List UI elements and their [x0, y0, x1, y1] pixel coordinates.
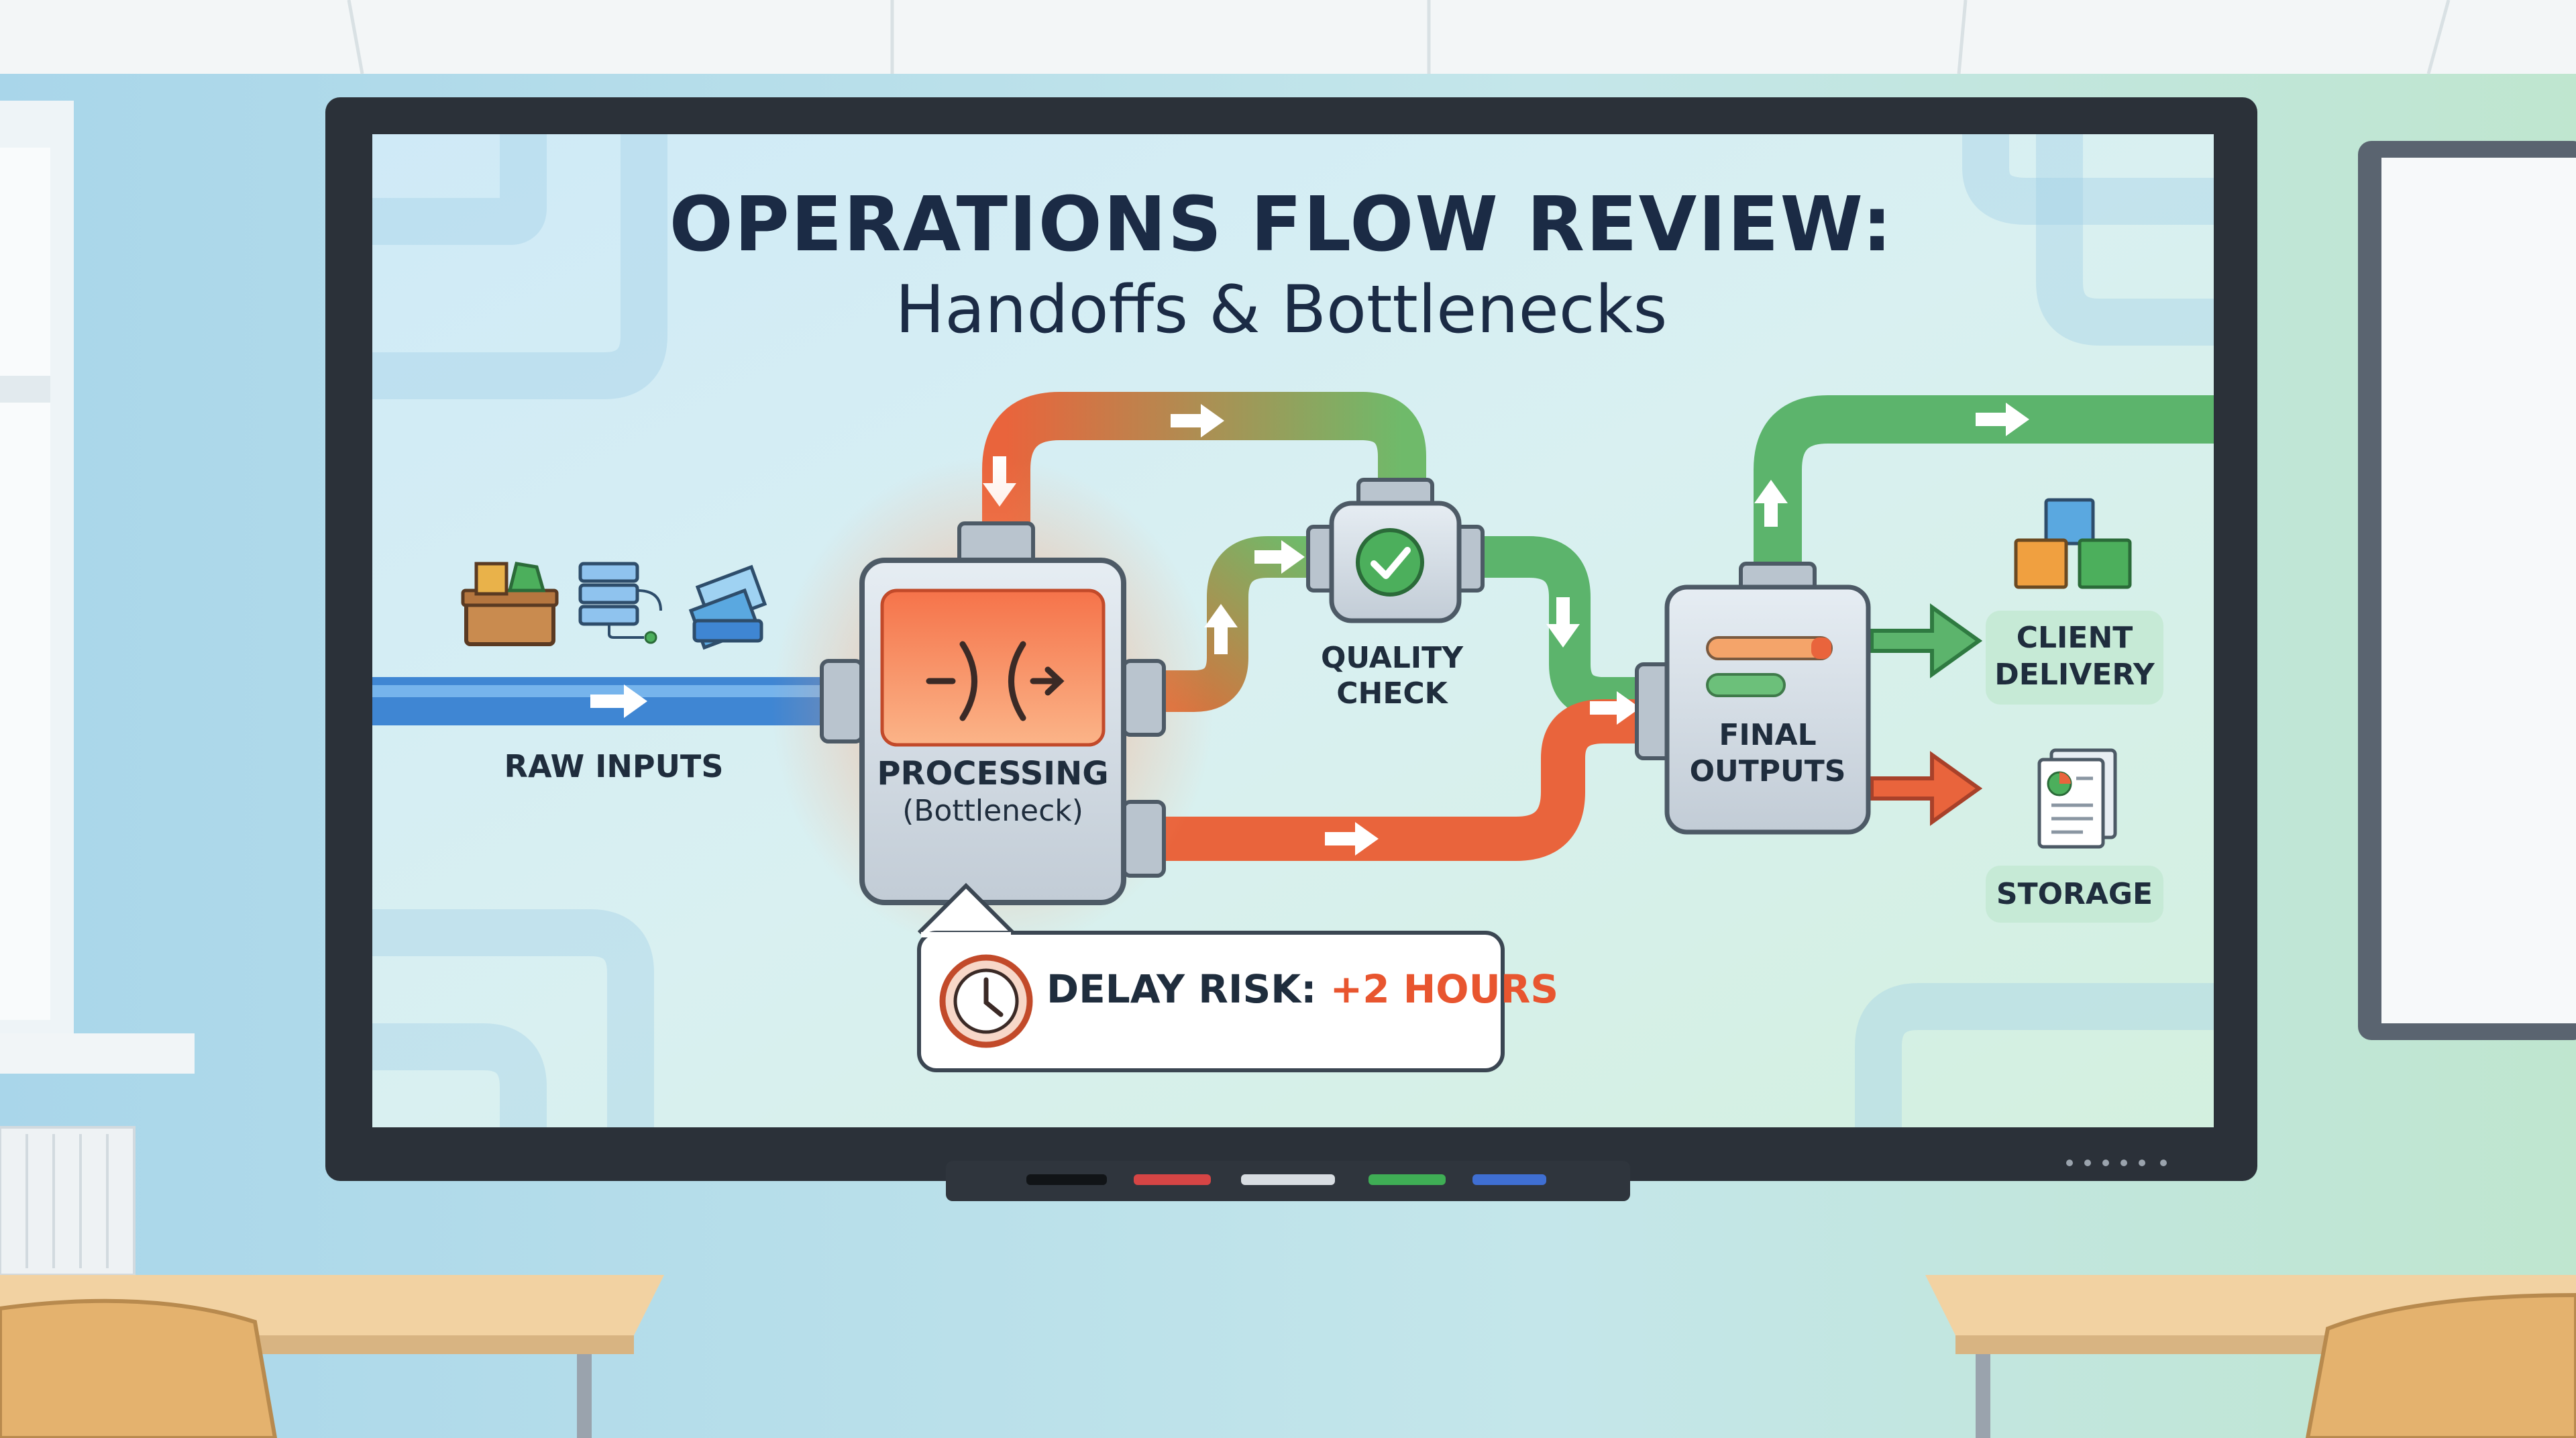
quality-check-label-line1: QUALITY — [1320, 641, 1464, 675]
processing-label: PROCESSING — [877, 755, 1109, 792]
cubes-icon — [2014, 498, 2132, 589]
bottleneck-icon — [926, 641, 1065, 721]
checkmark-icon — [1356, 528, 1424, 597]
clock-icon — [939, 954, 1033, 1048]
pipe-processing-bottom — [1154, 699, 1650, 861]
raw-inputs-label: RAW INPUTS — [504, 748, 724, 784]
whiteboard — [2358, 141, 2576, 1040]
ceiling-grid — [347, 0, 2451, 74]
client-delivery-label-line2: DELIVERY — [1994, 658, 2155, 692]
client-delivery-label-line1: CLIENT — [2016, 621, 2133, 655]
desk-left — [0, 1275, 664, 1438]
documents-icon — [688, 564, 767, 650]
final-outputs-label-line1: FINAL — [1719, 718, 1817, 752]
pipe-processing-to-quality — [982, 392, 1426, 550]
storage-tag — [1986, 866, 2163, 923]
delay-risk-label: DELAY RISK: — [1046, 966, 1317, 1012]
server-icon — [578, 562, 662, 644]
slide-title: OPERATIONS FLOW REVIEW: — [669, 181, 1894, 268]
window — [0, 101, 195, 1074]
report-icon — [2037, 748, 2117, 849]
processing-note: (Bottleneck) — [902, 794, 1083, 828]
final-outputs-unit — [1635, 562, 1871, 835]
delay-risk-text: DELAY RISK: +2 HOURS — [1046, 966, 1558, 1012]
radiator — [0, 1126, 136, 1276]
flow-arrows — [590, 403, 2029, 856]
slide-subtitle: Handoffs & Bottlenecks — [895, 272, 1668, 348]
background-pipes — [372, 134, 2214, 1127]
client-delivery-tag — [1986, 611, 2163, 705]
pipe-output-up — [1754, 395, 2214, 577]
final-outputs-label-line2: OUTPUTS — [1689, 754, 1846, 788]
desk-right — [1925, 1275, 2576, 1438]
quality-check-label-line2: CHECK — [1336, 676, 1448, 711]
ceiling — [0, 0, 2576, 74]
output-arrows — [1870, 603, 1983, 826]
crate-icon — [461, 562, 559, 646]
marker-tray — [946, 1161, 1630, 1201]
delay-callout — [917, 882, 1505, 1072]
processing-unit — [820, 521, 1166, 905]
delay-risk-value: +2 HOURS — [1330, 966, 1559, 1012]
display-buttons — [2066, 1160, 2167, 1166]
storage-label: STORAGE — [1996, 877, 2153, 911]
